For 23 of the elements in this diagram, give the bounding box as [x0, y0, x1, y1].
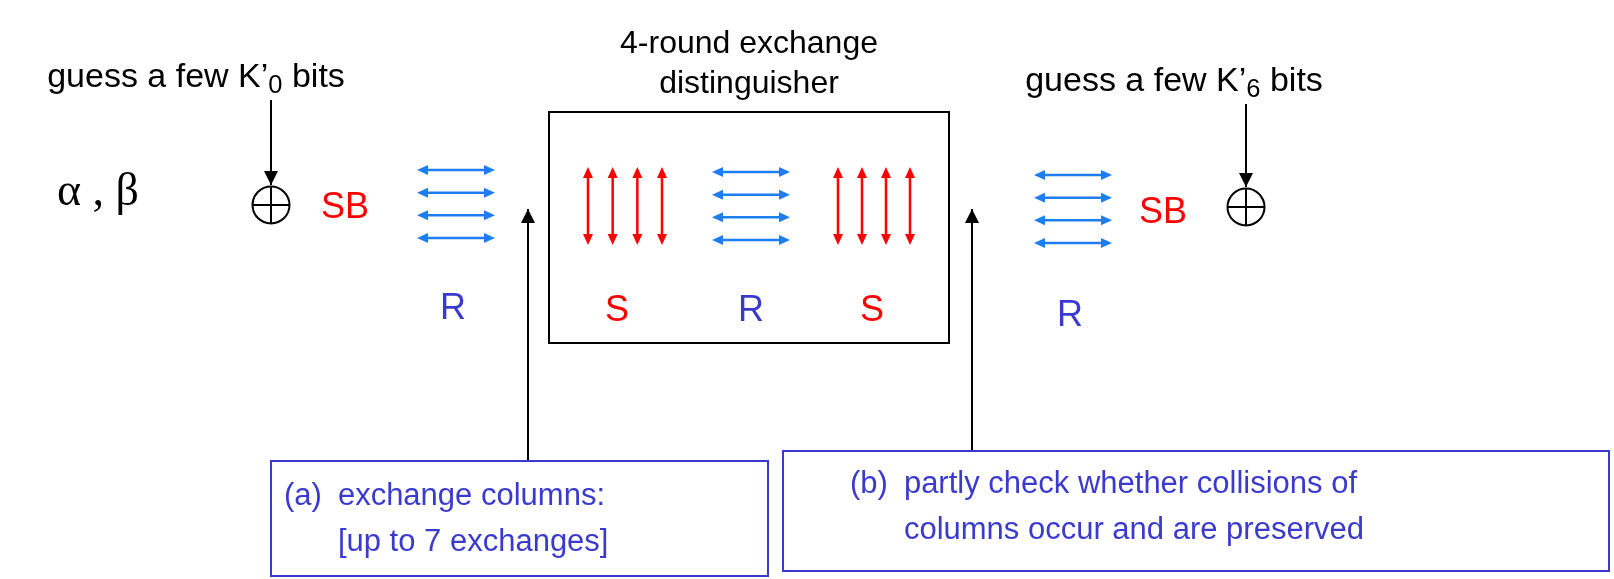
note-box [782, 450, 1610, 572]
xor-symbol [251, 185, 291, 225]
note-text: partly check whether collisions of columns occur and are preserved [903, 464, 1365, 548]
note-box [270, 460, 769, 577]
arrow [264, 99, 278, 186]
operation-label: R [440, 289, 466, 325]
item-marker: (a) [284, 476, 322, 514]
annotation-text: guess a few K’$_{6}$ bits [982, 54, 1366, 104]
box-heading: 4-round exchange distinguisher [619, 23, 879, 102]
arrow [521, 208, 535, 461]
arrow [1239, 103, 1253, 188]
annotation-text: guess a few K’$_{0}$ bits [4, 50, 388, 100]
arrow [965, 208, 979, 451]
operation-label: α , β [57, 167, 139, 213]
note-text: exchange columns: [up to 7 exchanges] [337, 476, 610, 560]
operation-label: SB [1139, 193, 1187, 229]
item-marker: (b) [850, 464, 888, 502]
operation-label: SB [321, 188, 369, 224]
operation-label: S [860, 291, 884, 327]
operation-label: R [1057, 296, 1083, 332]
xor-symbol [1226, 187, 1266, 227]
operation-label: R [738, 291, 764, 327]
operation-label: S [605, 291, 629, 327]
